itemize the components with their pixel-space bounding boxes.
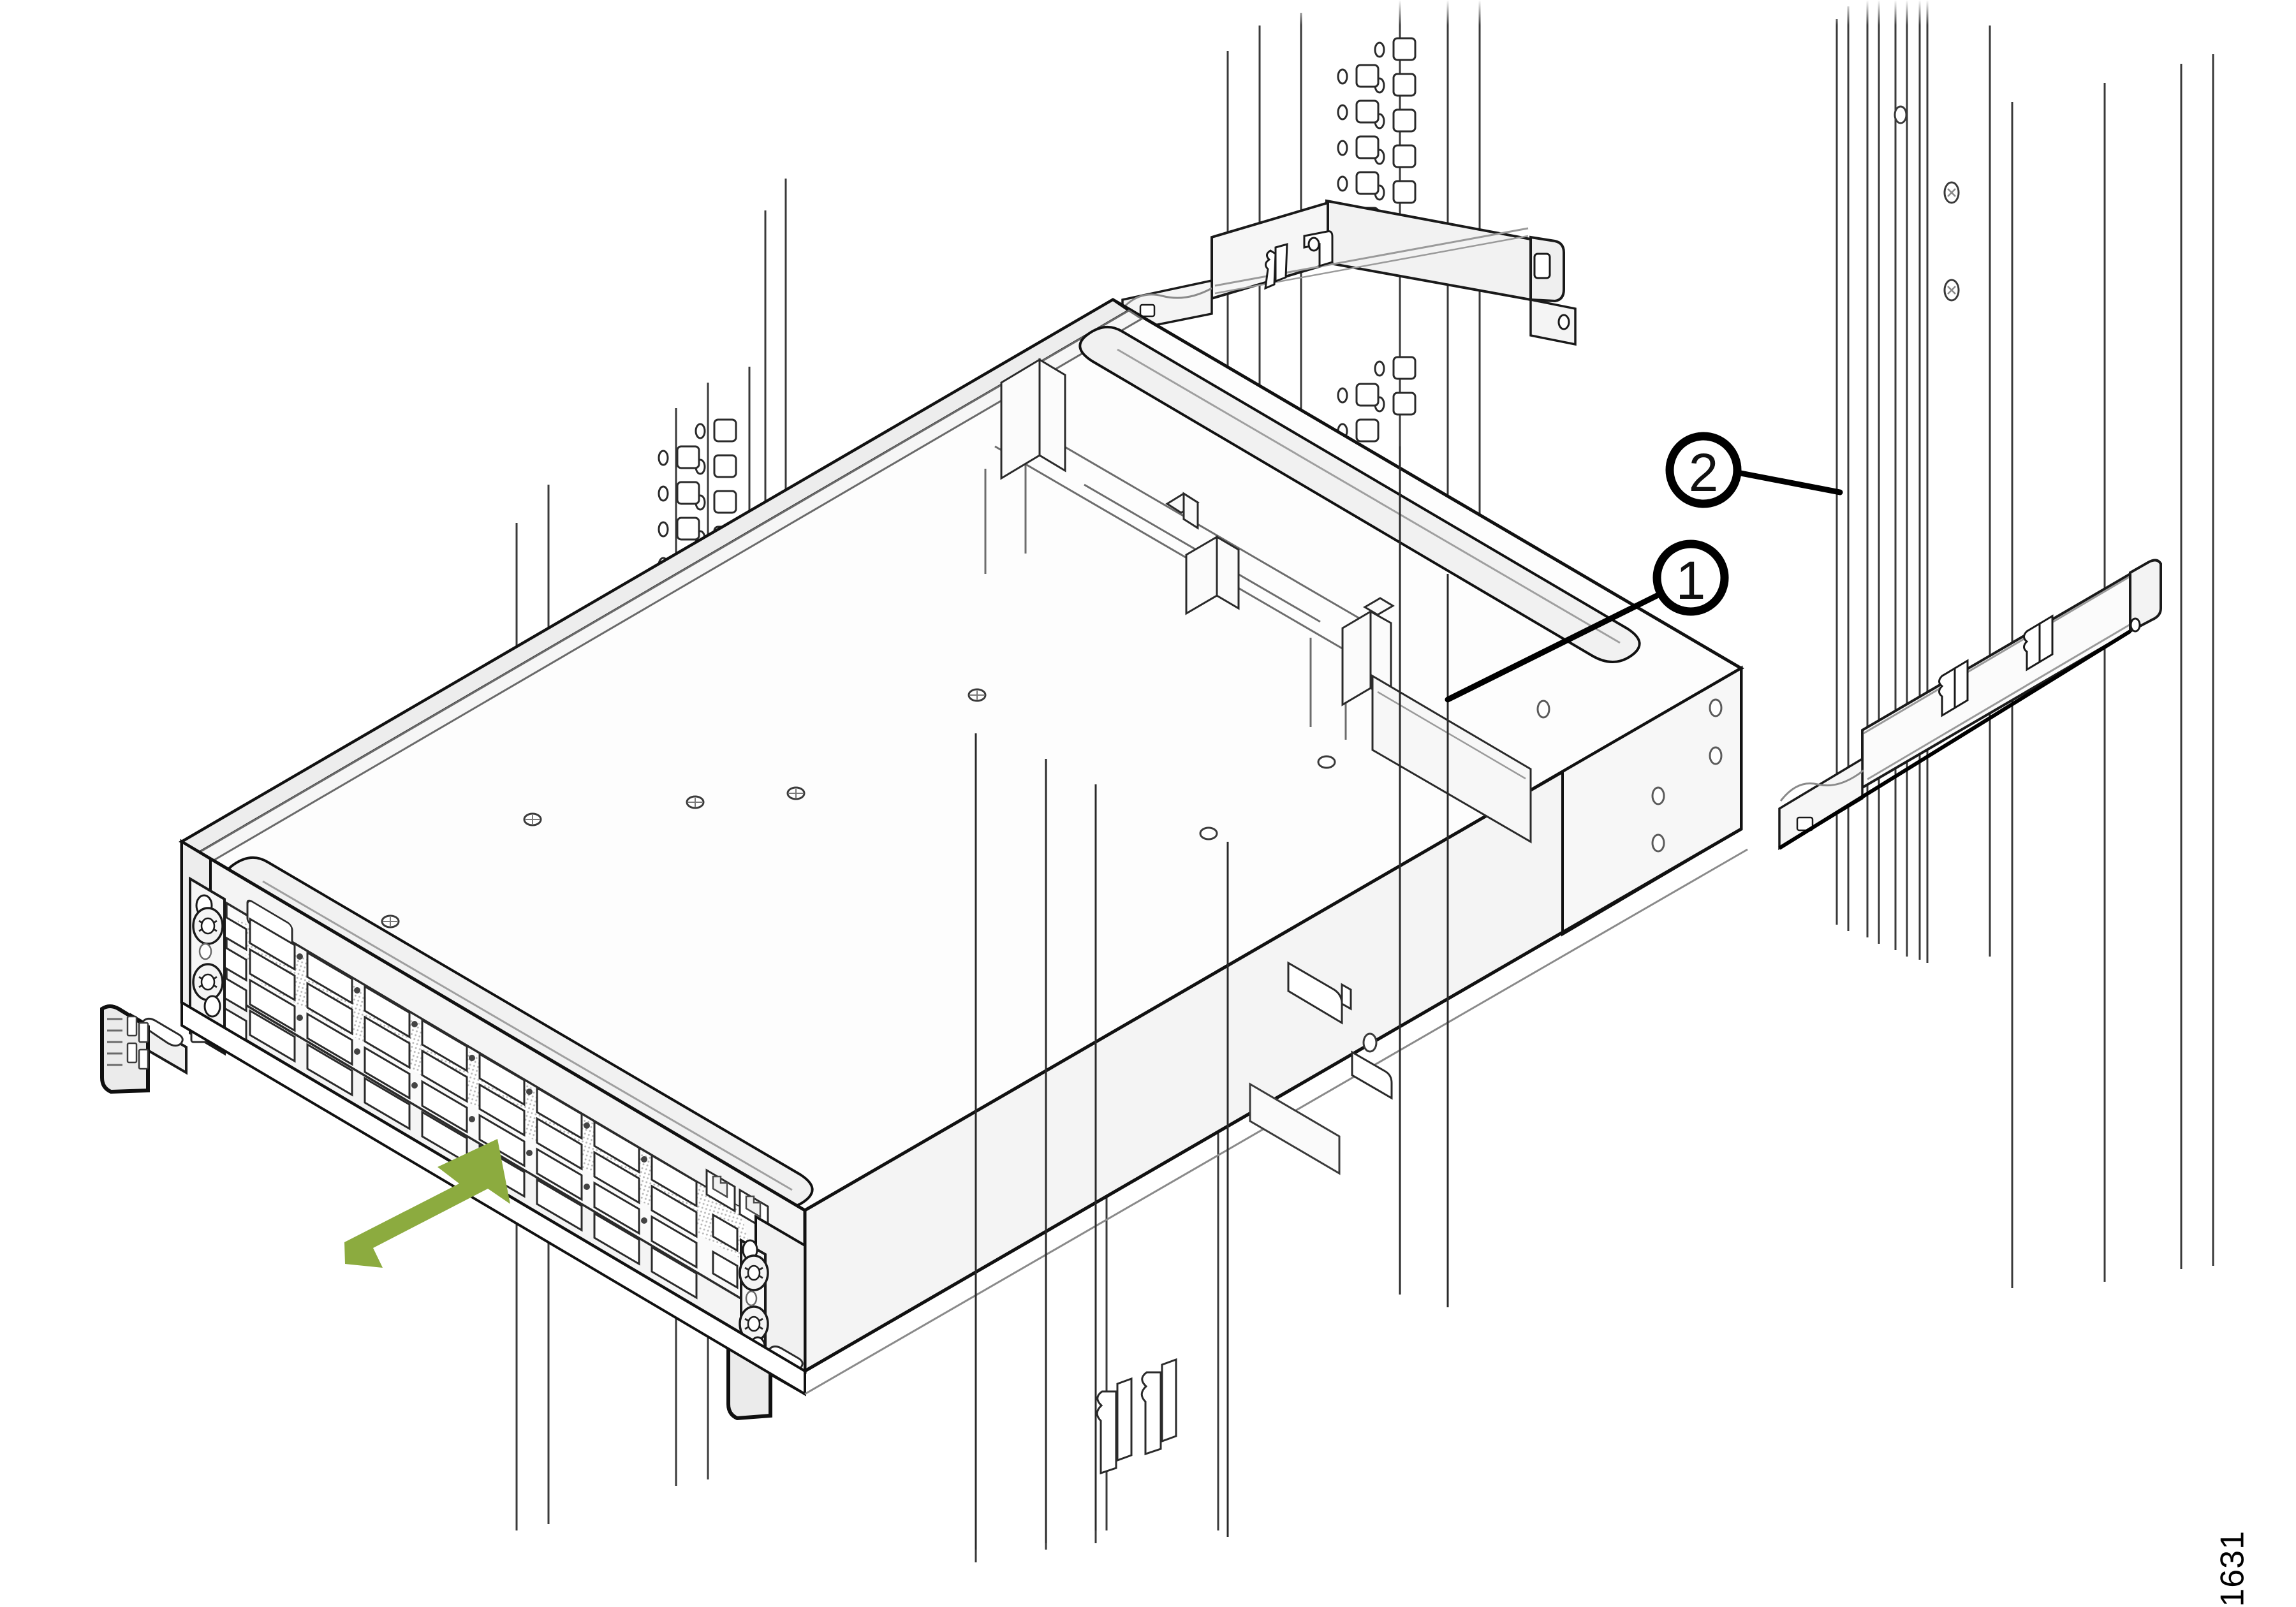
port-row-c — [249, 978, 698, 1269]
rail-clips-lower — [1096, 1358, 1177, 1475]
port-cages — [249, 917, 698, 1300]
captive-screw-left-bottom — [192, 963, 224, 1018]
callout-1[interactable]: 1 — [1445, 539, 1729, 703]
callout-2-leader — [1734, 469, 1843, 495]
rack-screw-slots — [1947, 188, 1956, 295]
chassis-interior-gusset — [1371, 674, 1532, 844]
chassis-internal-brackets — [1000, 358, 1392, 707]
callout-2-number: 2 — [1689, 443, 1719, 503]
captive-screw-right-top — [739, 1239, 769, 1291]
port-row-d — [249, 1009, 698, 1300]
fade-top — [0, 0, 2296, 140]
figure-id-label: g051631 — [2214, 1530, 2251, 1607]
callout-2[interactable]: 2 — [1665, 432, 1843, 508]
chassis-side-hooks — [1287, 961, 1393, 1100]
chassis-side-label-plate — [1249, 1082, 1341, 1175]
captive-screw-left-top — [192, 894, 224, 945]
switch-chassis — [100, 298, 1748, 1421]
fade-bottom — [0, 1467, 2296, 1607]
port-row-a — [249, 917, 698, 1208]
port-led-indicators — [297, 953, 647, 1224]
rack-posts-foreground — [975, 446, 1449, 1550]
chassis-top-handle-rear — [1078, 326, 1641, 663]
front-mounting-rail — [1778, 559, 2162, 851]
chassis-side-screw — [1362, 1032, 1378, 1053]
management-ports — [705, 1168, 769, 1289]
callout-2-circle — [1665, 432, 1742, 508]
pull-out-tab-left — [100, 1004, 188, 1094]
callout-group: 1 2 — [1445, 432, 1843, 703]
callout-1-circle — [1652, 539, 1729, 616]
mounting-ear-left — [180, 839, 226, 1056]
callout-1-leader — [1445, 592, 1660, 703]
port-row-b — [249, 948, 698, 1238]
insertion-direction-arrow — [344, 1139, 510, 1268]
callout-1-number: 1 — [1676, 550, 1706, 610]
chassis-internal-latches — [1165, 492, 1395, 616]
